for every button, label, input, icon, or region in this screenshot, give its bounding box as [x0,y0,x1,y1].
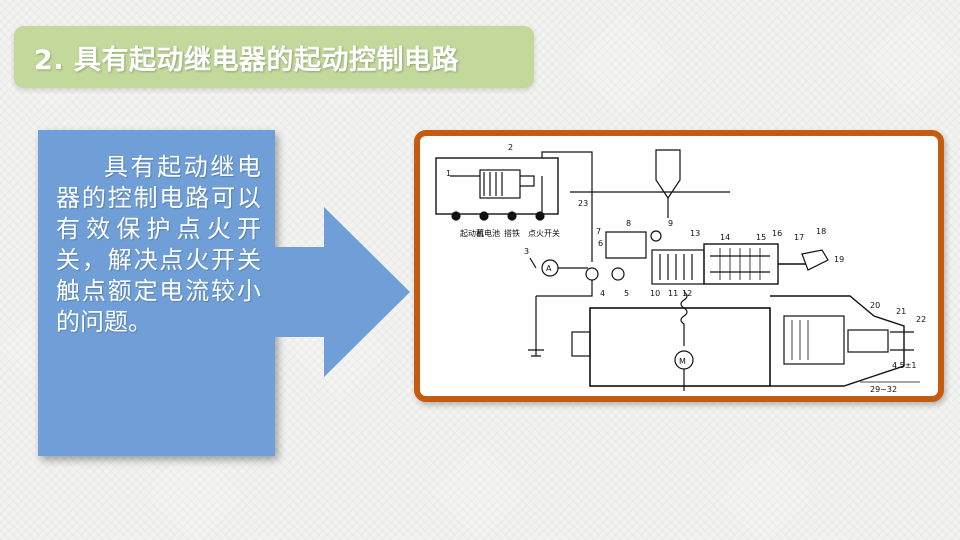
shift-lever [801,249,829,271]
part-label-10: 10 [650,289,660,298]
part-label-1: 1 [446,169,451,178]
relay-contact [520,175,535,187]
part-label-19: 19 [834,255,844,264]
terminal-label-battery: 蓄电池 [476,228,500,238]
slide-title: 2. 具有起动继电器的起动控制电路 [34,44,459,76]
switch-5 [611,267,625,281]
pinion-clutch [783,315,845,365]
terminal-ground [507,211,517,221]
pinion-gear [847,329,889,353]
part-label-7: 7 [596,227,601,236]
contact-8 [650,230,662,242]
description-box: 具有起动继电器的控制电路可以有效保护点火开关，解决点火开关触点额定电流较小的问题… [38,130,275,456]
circuit-diagram-frame: 1 2 起动机 蓄电池 搭铁 点火开关 23 3 A 4 5 7 6 8 9 1… [414,130,944,402]
starter-motor-housing [589,307,771,387]
terminal-battery [479,211,489,221]
part-label-6: 6 [598,239,603,248]
part-label-22: 22 [916,315,926,324]
ammeter-symbol: A [546,264,552,273]
part-label-20: 20 [870,301,880,310]
terminal-label-starter: 起动机 [460,228,484,238]
terminal-label-ignition: 点火开关 [528,228,560,238]
drive-housing [770,295,905,387]
part-label-8: 8 [626,219,631,228]
dim-label-engagement: 29~32 [870,385,897,394]
field-coil [680,291,688,346]
title-banner: 2. 具有起动继电器的起动控制电路 [14,26,534,88]
relay-coil [479,169,521,199]
dim-label-pinion-gap: 4.5±1 [892,361,917,370]
wire-23 [541,151,593,192]
right-arrow-icon [274,207,410,377]
terminal-starter [451,211,461,221]
part-label-5: 5 [624,289,629,298]
relay-box [435,157,559,215]
lever-6-7 [605,231,647,259]
part-label-23: 23 [578,199,588,208]
part-label-2: 2 [508,143,513,152]
part-label-21: 21 [896,307,906,316]
relay-coil-windings [483,172,503,196]
part-label-4: 4 [600,289,605,298]
motor-symbol: M [679,357,686,366]
battery-ground [528,296,544,357]
part-label-14: 14 [720,233,730,242]
switch-4 [585,267,599,281]
part-label-11: 11 [668,289,678,298]
part-label-12: 12 [682,289,692,298]
terminal-ignition [535,211,545,221]
part-label-17: 17 [794,233,804,242]
part-label-13: 13 [690,229,700,238]
arrow-shape [274,207,410,377]
motor-end-cap [571,331,591,357]
part-label-15: 15 [756,233,766,242]
circuit-diagram: 1 2 起动机 蓄电池 搭铁 点火开关 23 3 A 4 5 7 6 8 9 1… [435,143,926,394]
part-label-3: 3 [524,247,529,256]
solenoid-body [703,243,779,285]
part-label-16: 16 [772,229,782,238]
terminal-label-ground: 搭铁 [504,228,520,238]
top-element [655,149,681,200]
part-label-9: 9 [668,219,673,228]
part-label-18: 18 [816,227,826,236]
description-text: 具有起动继电器的控制电路可以有效保护点火开关，解决点火开关触点额定电流较小的问题… [56,153,261,336]
